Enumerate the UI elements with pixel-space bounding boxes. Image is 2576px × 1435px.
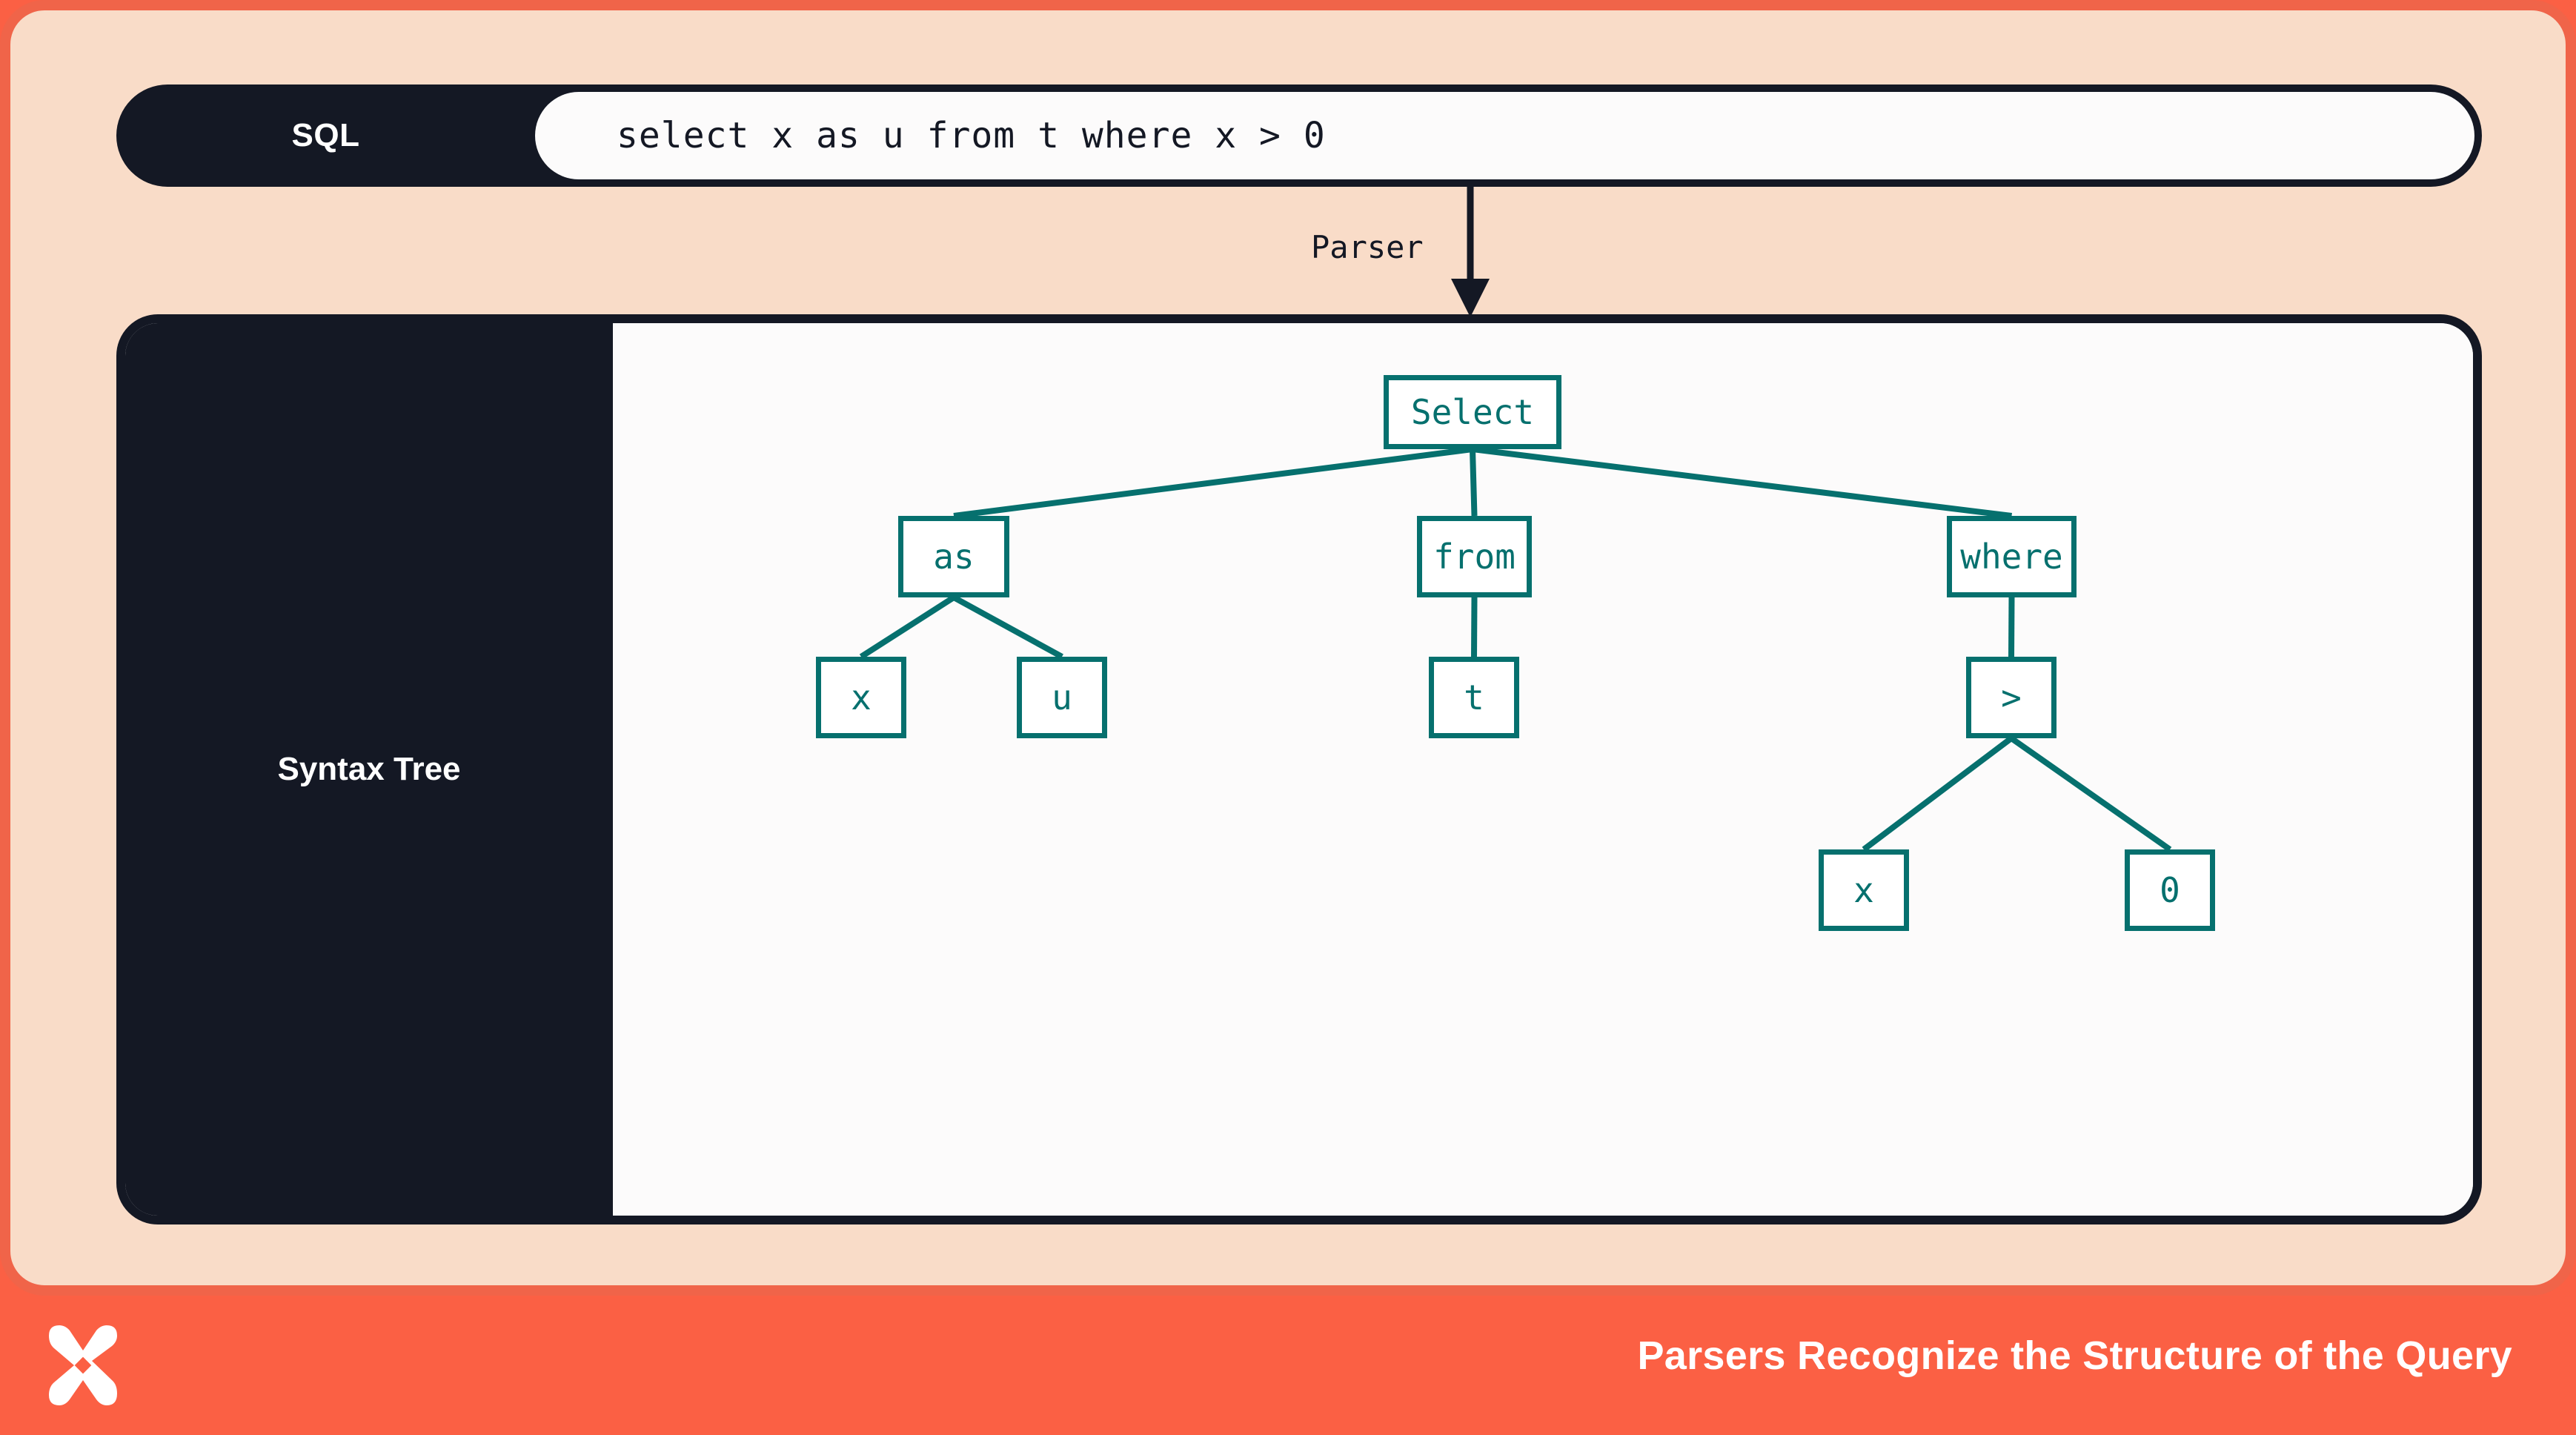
syntax-tree-panel: Syntax Tree Select as from where x u t > x 0: [116, 314, 2482, 1224]
tree-edge: [1470, 448, 1478, 517]
syntax-tree-sidebar: Syntax Tree: [125, 323, 613, 1216]
tree-edge: [1862, 735, 2014, 852]
tree-node-label: from: [1433, 537, 1516, 577]
footer-tagline: Parsers Recognize the Structure of the Q…: [1637, 1333, 2512, 1378]
tree-node-from[interactable]: from: [1417, 516, 1532, 597]
tree-edge: [953, 446, 1473, 519]
tree-edge: [1472, 446, 2012, 519]
sql-query-field[interactable]: select x as u from t where x > 0: [535, 92, 2474, 179]
tree-node-x1[interactable]: x: [816, 657, 906, 738]
tree-node-x2[interactable]: x: [1819, 849, 1909, 931]
tree-node-where[interactable]: where: [1947, 516, 2077, 597]
parser-step-label: Parser: [1311, 229, 1424, 265]
tree-edge-layer: [859, 446, 2172, 852]
syntax-tree-canvas: Select as from where x u t > x 0: [613, 323, 2473, 1216]
tree-edge: [1471, 597, 1478, 657]
tree-edge: [2009, 735, 2172, 852]
tree-node-label: t: [1464, 677, 1484, 718]
tree-node-u[interactable]: u: [1017, 657, 1107, 738]
tree-node-label: u: [1052, 677, 1072, 718]
tree-node-label: 0: [2160, 870, 2180, 910]
tree-node-label: as: [933, 537, 975, 577]
tree-node-select[interactable]: Select: [1384, 375, 1561, 449]
sql-query-text: select x as u from t where x > 0: [617, 115, 1326, 156]
tree-edge: [952, 594, 1063, 660]
syntax-tree-label: Syntax Tree: [277, 751, 461, 787]
sql-row-label: SQL: [291, 117, 360, 153]
footer-bar: Parsers Recognize the Structure of the Q…: [0, 1296, 2576, 1435]
tree-edge: [859, 594, 956, 660]
tree-node-as[interactable]: as: [898, 516, 1009, 597]
content-frame: SQL select x as u from t where x > 0 Par…: [0, 0, 2576, 1296]
tree-node-zero[interactable]: 0: [2125, 849, 2215, 931]
tree-node-label: x: [851, 677, 872, 718]
tree-node-gt[interactable]: >: [1966, 657, 2057, 738]
tree-node-label: Select: [1410, 392, 1535, 432]
arrow-down-icon: [1451, 187, 1490, 317]
tree-node-t[interactable]: t: [1429, 657, 1519, 738]
tree-node-label: >: [2001, 677, 2022, 718]
tree-node-label: where: [1960, 537, 2063, 577]
brand-x-logo-icon: [49, 1325, 117, 1405]
sql-input-row: SQL select x as u from t where x > 0: [116, 84, 2482, 187]
tree-edge: [2008, 597, 2015, 657]
tree-node-label: x: [1853, 870, 1874, 910]
